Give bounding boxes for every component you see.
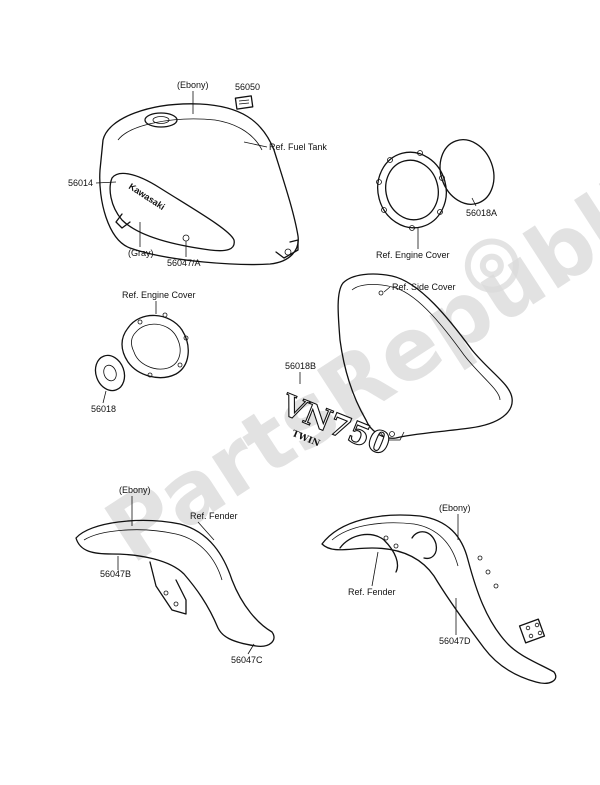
front-fender-body — [75, 519, 275, 647]
rear-fender-body — [321, 514, 557, 684]
fuel-tank: Kawasaki — [99, 95, 299, 266]
side-cover-body — [337, 273, 513, 439]
side-cover — [337, 273, 513, 441]
front-fender — [75, 519, 275, 647]
fuel-tank-rear-mount-hole — [284, 248, 292, 256]
label-56014: 56014 — [68, 178, 93, 188]
decal-56018 — [94, 354, 126, 392]
rear-fender-inner-edge — [331, 522, 459, 567]
label-56018b: 56018B — [285, 361, 316, 371]
decal-56050 — [234, 95, 254, 110]
fuel-tank-badge-panel — [109, 172, 235, 252]
label-56050: 56050 — [235, 82, 260, 92]
watermark: PartsRepublik — [89, 128, 600, 582]
fuel-tank-highlight — [117, 118, 263, 151]
fuel-tank-decal-text: Kawasaki — [127, 181, 167, 212]
label-gray: (Gray) — [128, 248, 154, 258]
label-56047d: 56047D — [439, 636, 471, 646]
fuel-cap — [144, 112, 178, 128]
label-56018a: 56018A — [466, 208, 497, 218]
side-cover-top-hole — [378, 290, 384, 296]
label-56047a: 56047/A — [167, 258, 201, 268]
watermark-gear-icon — [464, 238, 519, 293]
label-ref-engine-cover-left: Ref. Engine Cover — [122, 290, 196, 300]
label-ref-side-cover: Ref. Side Cover — [392, 282, 456, 292]
rear-fender-bracket — [411, 531, 438, 560]
label-56047c: 56047C — [231, 655, 263, 665]
fuel-tank-mount-bracket-rear — [275, 239, 299, 259]
label-ebony-front-fender: (Ebony) — [119, 485, 151, 495]
front-fender-hole — [173, 601, 179, 607]
front-fender-bracket — [149, 561, 187, 615]
watermark-text: PartsRepublik — [89, 128, 600, 582]
fuel-tank-mount-hole — [182, 234, 190, 242]
label-ref-fender-rear: Ref. Fender — [348, 587, 396, 597]
label-ebony-rear-fender: (Ebony) — [439, 503, 471, 513]
label-ref-fuel-tank: Ref. Fuel Tank — [269, 142, 327, 152]
fuel-tank-body — [99, 103, 299, 266]
label-56047b: 56047B — [100, 569, 131, 579]
side-cover-bottom-hole — [389, 431, 395, 437]
rear-fender — [321, 514, 557, 684]
label-ref-engine-cover-right: Ref. Engine Cover — [376, 250, 450, 260]
front-fender-hole — [163, 590, 169, 596]
engine-cover-right — [376, 150, 447, 231]
label-56018: 56018 — [91, 404, 116, 414]
label-ref-fender-front: Ref. Fender — [190, 511, 238, 521]
front-fender-highlight — [83, 529, 223, 581]
license-plate-mount — [518, 618, 546, 644]
engine-cover-left — [121, 312, 189, 379]
label-ebony-tank: (Ebony) — [177, 80, 209, 90]
fuel-tank-mount-bracket-front — [115, 213, 131, 229]
decal-56018a — [439, 139, 495, 205]
rear-fender-holes — [383, 535, 499, 589]
side-cover-bottom-tab — [379, 431, 405, 441]
side-cover-inner-edge — [351, 284, 501, 401]
rear-fender-inner-arch — [339, 533, 399, 573]
